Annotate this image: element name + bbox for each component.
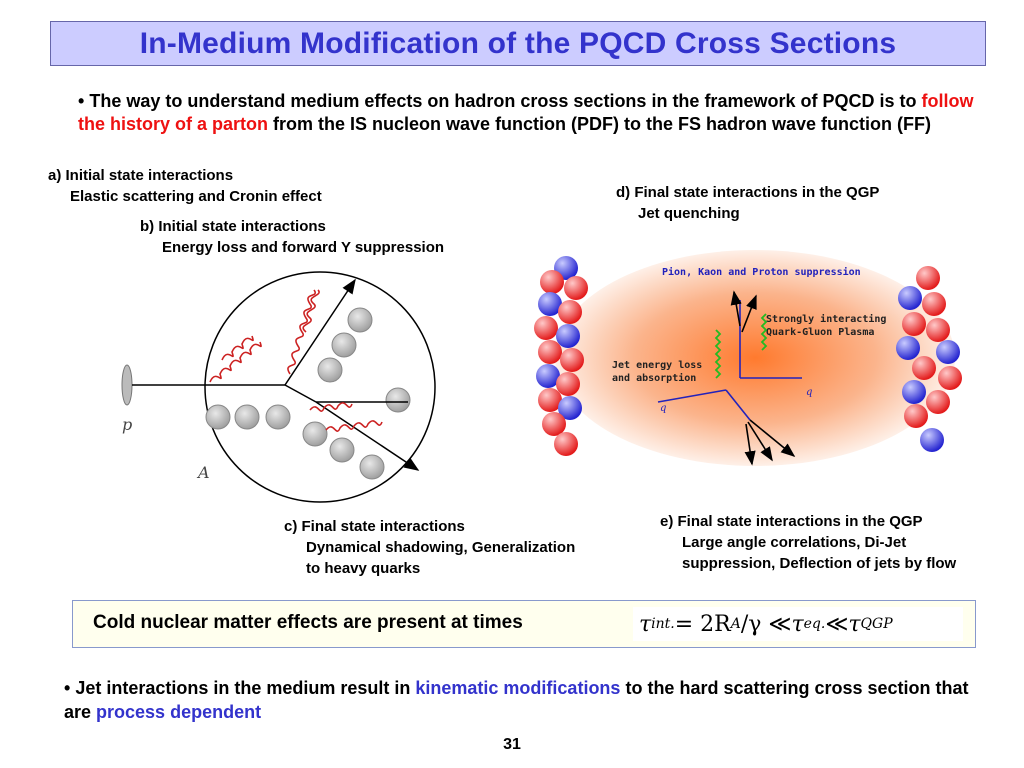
nucleus-circle bbox=[204, 271, 436, 503]
intro-text-2: from the IS nucleon wave function (PDF) … bbox=[268, 114, 932, 134]
nucleus-diagram: p A bbox=[121, 271, 436, 503]
eloss-label-2: and absorption bbox=[612, 372, 696, 384]
label-a-title: a) Initial state interactions bbox=[48, 167, 234, 184]
gluon-radiation bbox=[714, 313, 768, 379]
q-right-label: q bbox=[806, 387, 812, 398]
bottom-highlight-2: process dependent bbox=[96, 702, 262, 722]
intro-highlight: follow the history of a parton bbox=[78, 91, 974, 134]
label-e: e) Final state interactions in the QGP L… bbox=[660, 511, 956, 574]
intro-paragraph: • The way to understand medium effects o… bbox=[78, 90, 998, 136]
eloss-label-1: Jet energy loss bbox=[612, 360, 702, 371]
label-c-sub1: Dynamical shadowing, Generalization bbox=[306, 539, 576, 556]
label-b-sub: Energy loss and forward Y suppression bbox=[162, 239, 445, 256]
label-e-title: e) Final state interactions in the QGP bbox=[660, 513, 923, 530]
bullet: • bbox=[78, 91, 85, 111]
right-nucleus bbox=[896, 266, 962, 452]
bottom-highlight-1: kinematic modifications bbox=[415, 678, 621, 698]
page-number: 31 bbox=[503, 736, 521, 753]
label-e-sub2: suppression, Deflection of jets by flow bbox=[682, 555, 957, 572]
label-a-sub: Elastic scattering and Cronin effect bbox=[70, 188, 322, 205]
bottom-paragraph: • Jet interactions in the medium result … bbox=[64, 676, 984, 724]
plasma-label-2: Quark-Gluon Plasma bbox=[766, 327, 874, 338]
nucleus-label: A bbox=[196, 463, 210, 482]
label-e-sub1: Large angle correlations, Di-Jet bbox=[682, 534, 907, 551]
bottom-text-2: to the hard scattering cross section tha… bbox=[64, 678, 969, 722]
label-c: c) Final state interactions Dynamical sh… bbox=[284, 516, 575, 579]
left-nucleus bbox=[534, 256, 588, 456]
parton-segment bbox=[284, 384, 317, 403]
label-d-title: d) Final state interactions in the QGP bbox=[616, 184, 880, 201]
q-left-label: q bbox=[660, 403, 666, 414]
slide-title: In-Medium Modification of the PQCD Cross… bbox=[139, 26, 897, 60]
plasma-label-1: Strongly interacting bbox=[766, 313, 886, 325]
cnm-text: Cold nuclear matter effects are present … bbox=[93, 612, 523, 633]
bottom-text-1: Jet interactions in the medium result in bbox=[70, 678, 416, 698]
title-box: In-Medium Modification of the PQCD Cross… bbox=[50, 21, 986, 66]
gluon-lines bbox=[209, 289, 383, 432]
proton-label: p bbox=[122, 415, 132, 434]
label-c-sub2: to heavy quarks bbox=[306, 560, 421, 577]
outgoing-parton-up bbox=[284, 278, 356, 386]
proton-disc bbox=[121, 364, 133, 406]
qgp-fireball bbox=[555, 250, 955, 466]
cnm-box: Cold nuclear matter effects are present … bbox=[72, 600, 976, 648]
label-d: d) Final state interactions in the QGP J… bbox=[616, 182, 879, 224]
label-a: a) Initial state interactions Elastic sc… bbox=[48, 165, 322, 207]
jet-lines bbox=[657, 290, 802, 466]
outgoing-parton-down bbox=[315, 401, 420, 471]
suppression-label: Pion, Kaon and Proton suppression bbox=[662, 266, 861, 278]
label-b: b) Initial state interactions Energy los… bbox=[140, 216, 444, 258]
label-d-sub: Jet quenching bbox=[638, 205, 740, 222]
nucleons bbox=[205, 307, 411, 480]
bullet: • bbox=[64, 678, 71, 698]
qgp-diagram: Pion, Kaon and Proton suppression Strong… bbox=[520, 240, 982, 476]
intro-text-1: The way to understand medium effects on … bbox=[89, 91, 922, 111]
label-b-title: b) Initial state interactions bbox=[140, 218, 326, 235]
label-c-title: c) Final state interactions bbox=[284, 518, 465, 535]
